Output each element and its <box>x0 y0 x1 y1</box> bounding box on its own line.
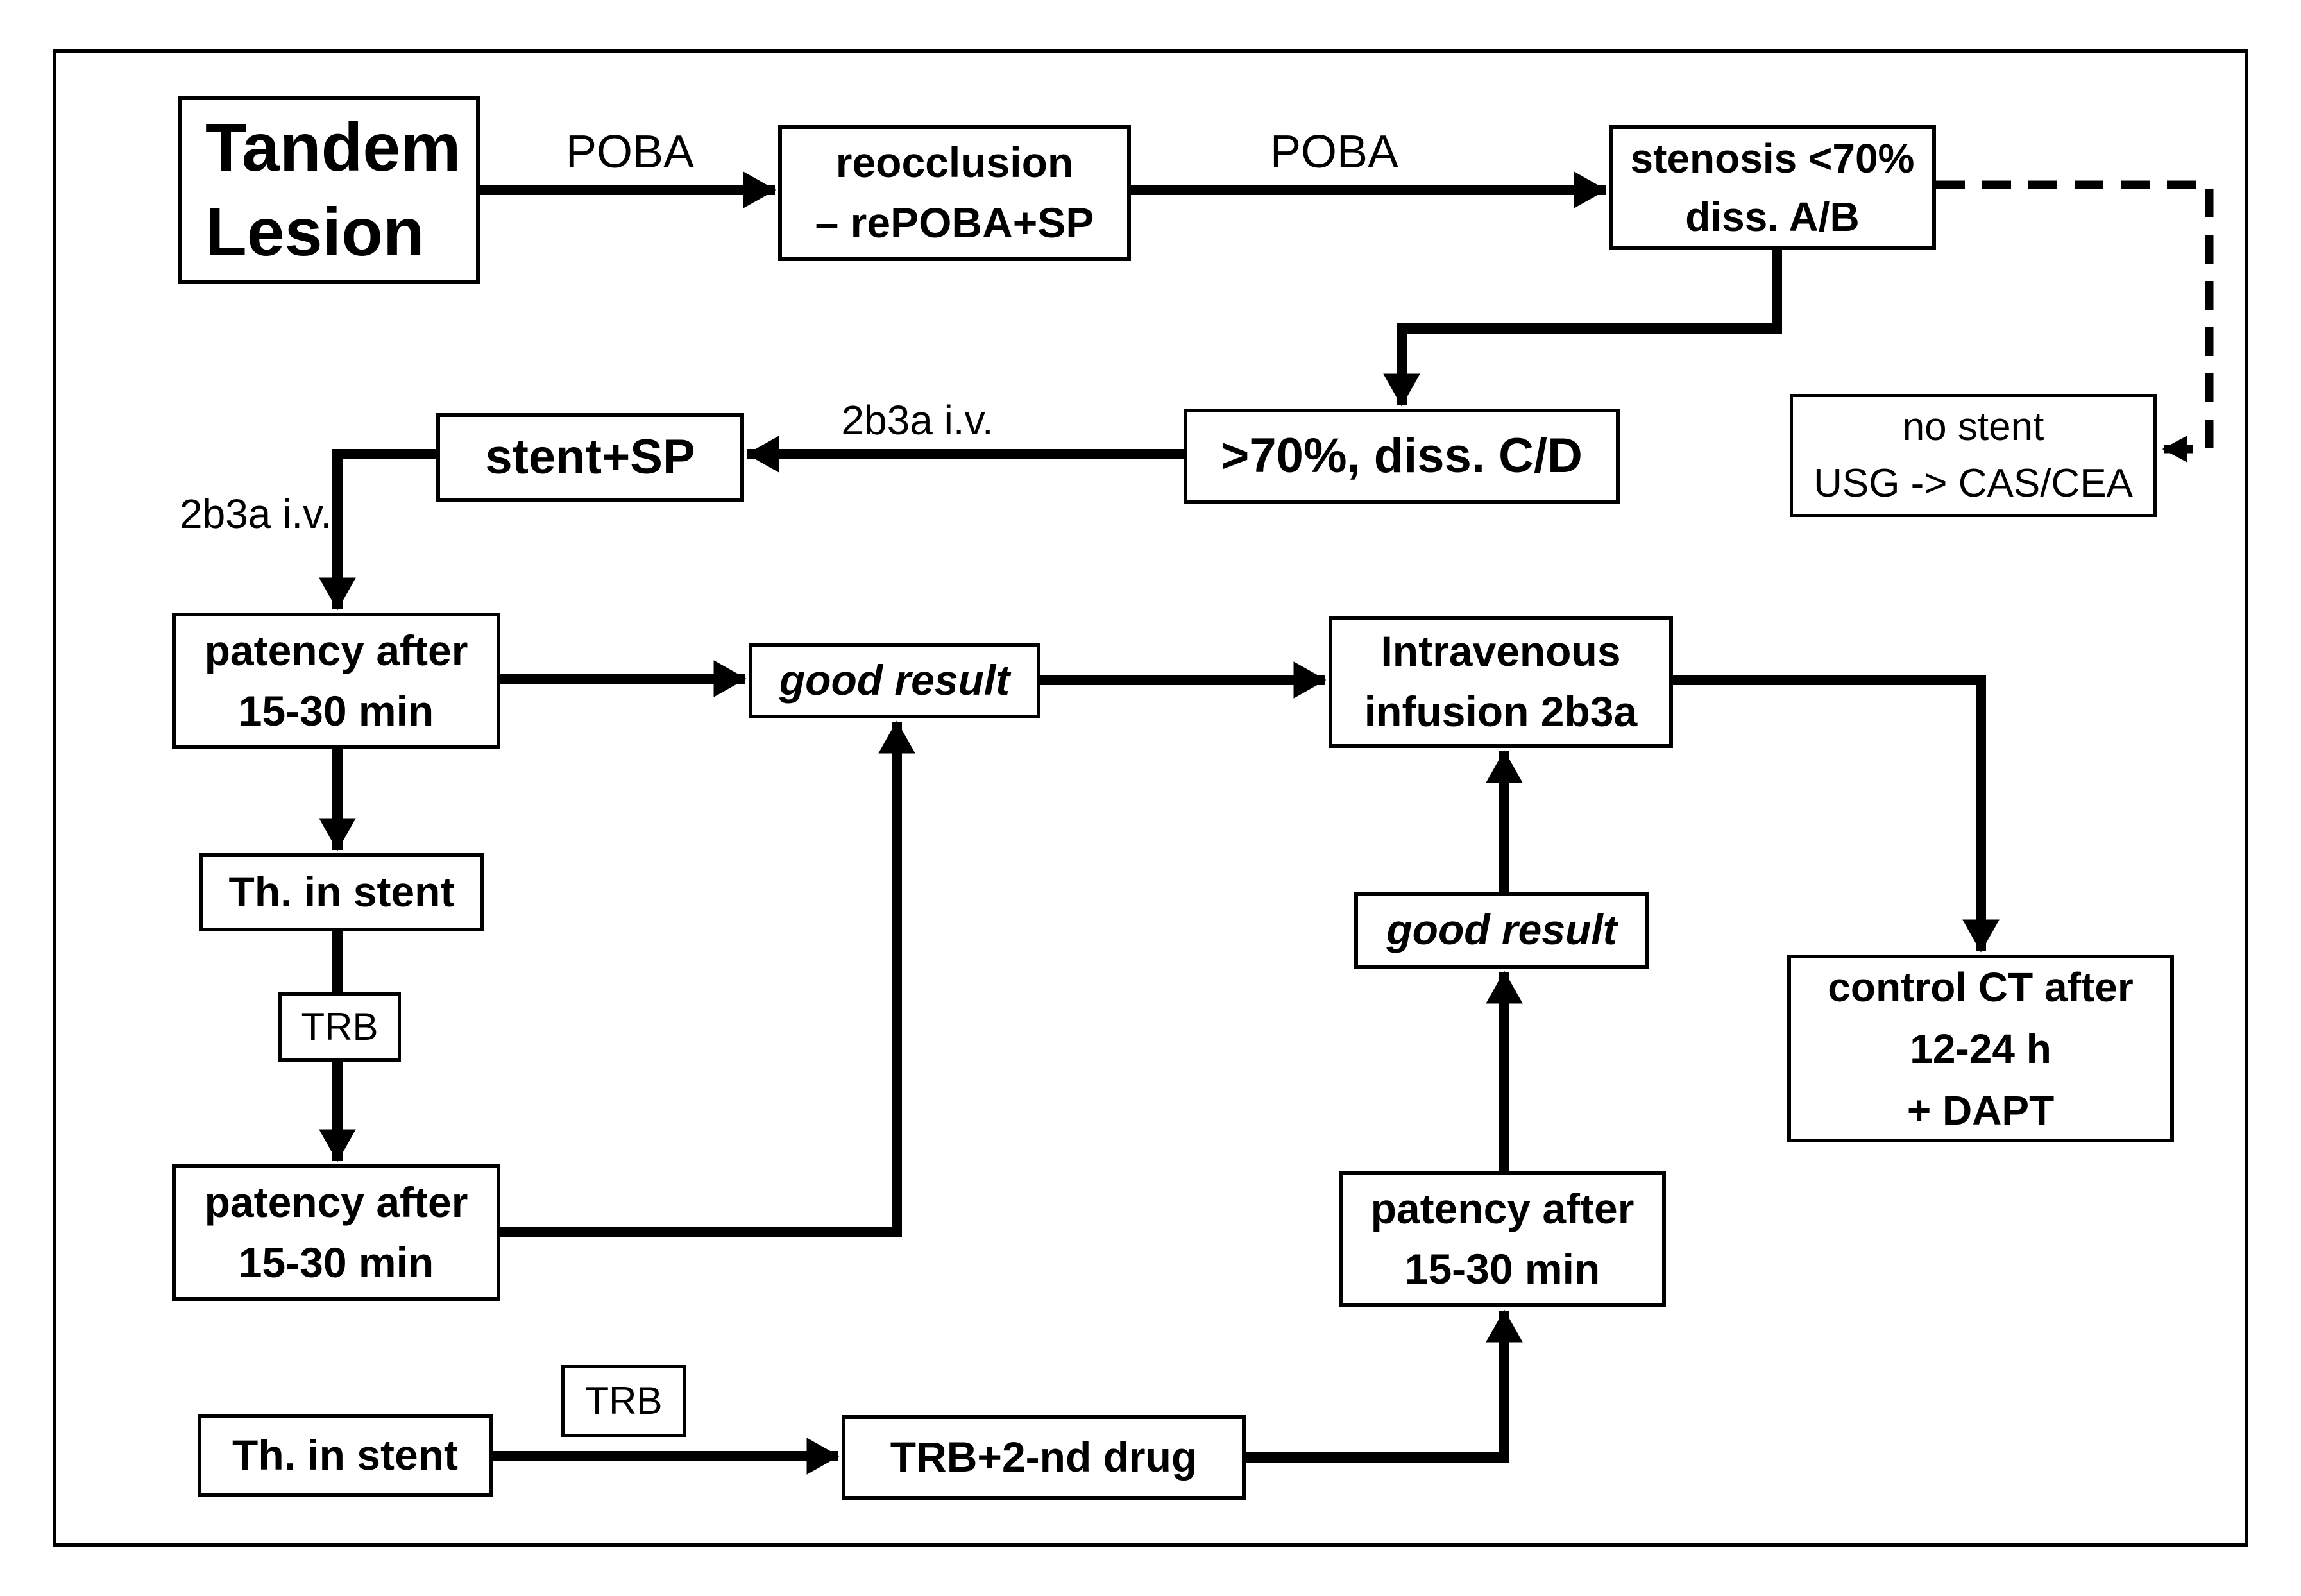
box-control-ct: control CT after 12-24 h + DAPT <box>1787 955 2174 1142</box>
box-reocclusion: reocclusion – rePOBA+SP <box>778 125 1131 261</box>
box-stent-sp: stent+SP <box>436 413 744 502</box>
arrow-stent-sp-to-patency-1 <box>319 449 436 611</box>
arrow-patency-2-to-good-result-1 <box>500 720 915 1237</box>
box-stenosis-lt70: stenosis <70% diss. A/B <box>1609 125 1936 250</box>
label-poba-2: POBA <box>1269 126 1399 178</box>
box-patency-3: patency after 15-30 min <box>1339 1171 1666 1307</box>
box-th-in-stent-2: Th. in stent <box>198 1414 493 1497</box>
box-good-result-1: good result <box>749 643 1040 718</box>
box-th-in-stent-1: Th. in stent <box>199 853 484 931</box>
box-intravenous-infusion: Intravenous infusion 2b3a <box>1329 616 1673 748</box>
label-poba-1: POBA <box>565 126 695 178</box>
box-good-result-2: good result <box>1354 892 1649 969</box>
arrow-stenosis-to-gt70 <box>1383 250 1782 407</box>
label-2b3a-iv-top: 2b3a i.v. <box>841 397 994 443</box>
box-gt70-diss-cd: >70%, diss. C/D <box>1184 409 1620 504</box>
arrow-infusion-to-control-ct <box>1673 675 2000 953</box>
box-patency-1: patency after 15-30 min <box>172 613 500 749</box>
box-tandem-lesion: Tandem Lesion <box>178 96 480 284</box>
arrow-trb-2nd-drug-to-patency-3 <box>1246 1309 1523 1463</box>
box-trb-1: TRB <box>278 992 401 1062</box>
box-trb-2nd-drug: TRB+2-nd drug <box>842 1415 1246 1500</box>
box-no-stent: no stent USG -> CAS/CEA <box>1790 394 2157 517</box>
box-trb-2: TRB <box>561 1365 686 1437</box>
box-patency-2: patency after 15-30 min <box>172 1164 500 1301</box>
label-2b3a-iv-left: 2b3a i.v. <box>180 491 332 537</box>
arrow-stenosis-to-no-stent-dashed <box>1936 180 2214 463</box>
outer-border <box>53 49 2248 1547</box>
